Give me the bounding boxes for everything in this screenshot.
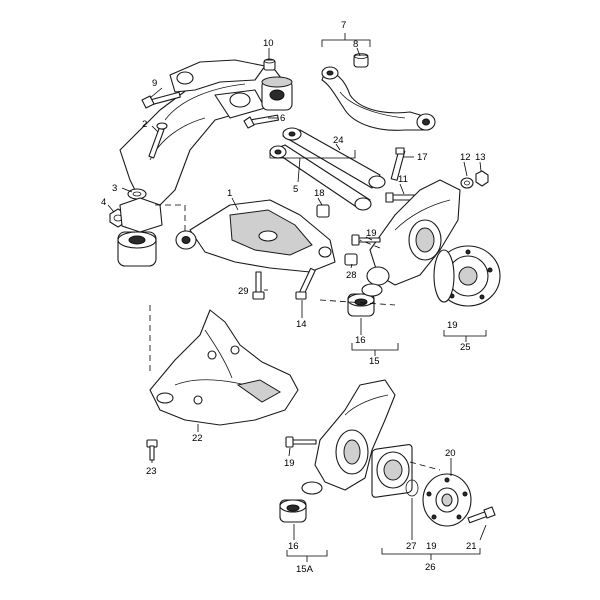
alignment-lines bbox=[149, 204, 441, 471]
lower-control-arm bbox=[175, 199, 336, 273]
mount-bracket bbox=[119, 197, 163, 233]
bolt-9 bbox=[141, 91, 181, 109]
callout-28: 28 bbox=[346, 270, 357, 281]
nut-13 bbox=[475, 170, 489, 187]
callout-22: 22 bbox=[192, 433, 203, 444]
callout-19d: 19 bbox=[426, 541, 437, 552]
callout-13: 13 bbox=[475, 152, 486, 163]
callout-labels: 7 8 10 9 2 6 24 17 12 13 3 1 5 11 18 4 1… bbox=[101, 20, 486, 575]
callout-1: 1 bbox=[227, 188, 232, 199]
callout-7: 7 bbox=[341, 20, 346, 31]
callout-27: 27 bbox=[406, 541, 417, 552]
callout-3: 3 bbox=[112, 183, 117, 194]
callout-19c: 19 bbox=[284, 458, 295, 469]
nut-28 bbox=[344, 253, 358, 266]
nut-10 bbox=[263, 58, 276, 71]
toe-link bbox=[269, 144, 372, 211]
callout-25: 25 bbox=[460, 342, 471, 353]
ring-15a bbox=[301, 481, 323, 495]
callout-8: 8 bbox=[353, 39, 358, 50]
callout-24: 24 bbox=[333, 135, 344, 146]
bolt-2 bbox=[148, 122, 168, 159]
hub-flange bbox=[422, 473, 472, 527]
bolt-19 bbox=[351, 234, 381, 246]
subframe-mount-bushing-lower bbox=[117, 231, 157, 267]
bushing-16 bbox=[347, 293, 375, 317]
callout-14: 14 bbox=[296, 319, 307, 330]
callout-6: 6 bbox=[280, 113, 285, 124]
circlip bbox=[405, 479, 419, 497]
callout-20: 20 bbox=[445, 448, 456, 459]
hub-backing-ring bbox=[433, 249, 455, 303]
mount-washer bbox=[127, 188, 147, 200]
bushing-8 bbox=[353, 53, 369, 68]
bolt-21 bbox=[467, 506, 496, 524]
bolt-6 bbox=[243, 114, 279, 129]
subframe-mount-bushing-upper bbox=[261, 76, 293, 111]
bolt-19-lower bbox=[285, 436, 317, 448]
underbody-shield bbox=[149, 309, 299, 426]
wheel-carrier bbox=[366, 179, 461, 286]
callout-15a: 15A bbox=[296, 564, 314, 575]
callout-2: 2 bbox=[142, 119, 147, 130]
callout-12: 12 bbox=[460, 152, 471, 163]
bolt-23 bbox=[146, 439, 158, 461]
bolt-11 bbox=[385, 192, 425, 203]
wheel-carrier-15a bbox=[314, 379, 396, 491]
callout-19: 19 bbox=[366, 228, 377, 239]
callout-29: 29 bbox=[238, 286, 249, 297]
callout-26: 26 bbox=[425, 562, 436, 573]
callout-23: 23 bbox=[146, 466, 157, 477]
link-arm bbox=[282, 127, 386, 189]
callout-10: 10 bbox=[263, 38, 274, 49]
callout-11: 11 bbox=[398, 174, 408, 185]
leader-lines bbox=[107, 33, 487, 562]
nut-18 bbox=[316, 204, 330, 218]
callout-15: 15 bbox=[369, 356, 380, 367]
wheel-bearing bbox=[371, 444, 413, 498]
callout-9: 9 bbox=[152, 78, 157, 89]
callout-17: 17 bbox=[417, 152, 428, 163]
callout-21: 21 bbox=[466, 541, 477, 552]
callout-5: 5 bbox=[293, 184, 298, 195]
callout-19b: 19 bbox=[447, 320, 458, 331]
callout-4: 4 bbox=[101, 197, 106, 208]
washer-12 bbox=[460, 177, 474, 189]
bolt-29 bbox=[252, 271, 265, 300]
callout-18: 18 bbox=[314, 188, 325, 199]
callout-16b: 16 bbox=[288, 541, 299, 552]
bolt-17 bbox=[390, 147, 406, 181]
upper-control-arm bbox=[321, 66, 436, 131]
bolt-14 bbox=[295, 267, 316, 300]
callout-16: 16 bbox=[355, 335, 366, 346]
bushing-16-lower bbox=[279, 499, 307, 523]
ring-15 bbox=[361, 283, 383, 297]
